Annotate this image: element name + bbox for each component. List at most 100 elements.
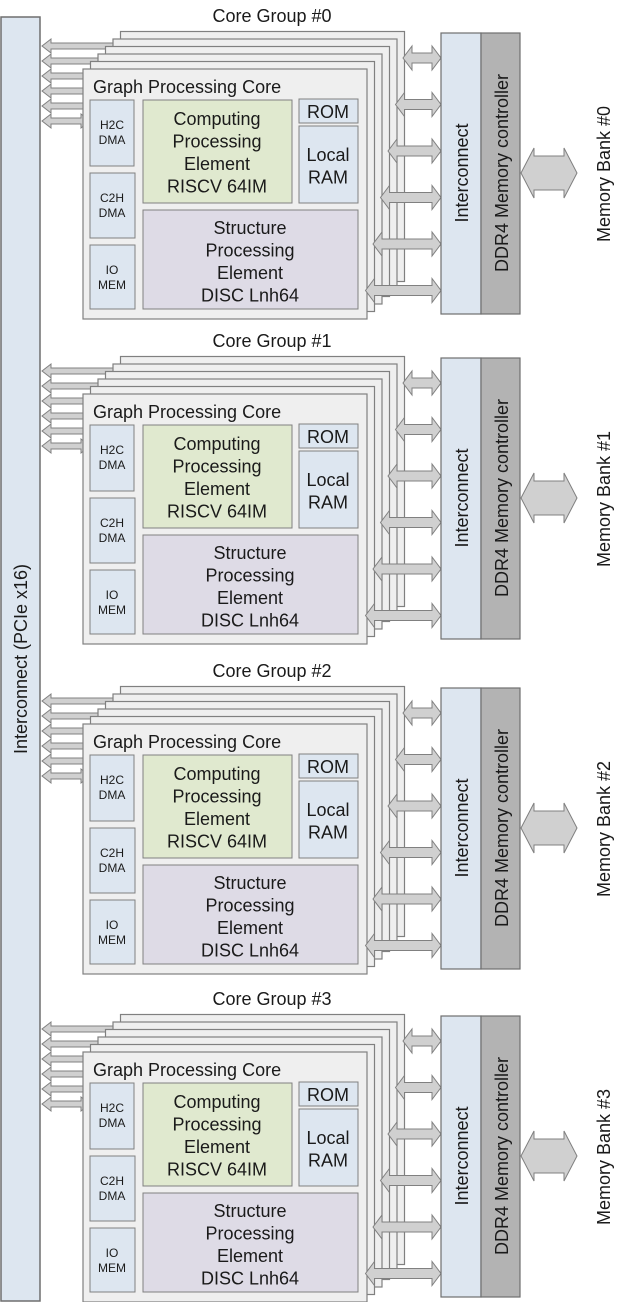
cpe-label-line: RISCV 64IM [167, 832, 267, 852]
local-ram-label-line: Local [306, 145, 349, 165]
spe-label-line: Structure [213, 218, 286, 238]
io-mem-block [89, 1227, 136, 1293]
memory-bank-arrow [520, 147, 578, 199]
local-ram-label-line: RAM [308, 1151, 348, 1171]
io-mem-label-line: IO [106, 588, 119, 602]
computing-processing-element [142, 754, 293, 859]
pcie-arrow [41, 707, 115, 725]
pcie-arrow [41, 82, 100, 100]
cpe-label-line: Element [184, 809, 250, 829]
io-mem-label-line: IO [106, 918, 119, 932]
interconnect-arrow [402, 44, 442, 72]
interconnect-arrow [394, 416, 442, 443]
core-group-title: Core Group #2 [212, 661, 331, 681]
c2h-dma-label-line: C2H [100, 846, 124, 860]
cpe-label-line: Element [184, 1137, 250, 1157]
interconnect-arrow [379, 839, 442, 866]
spe-label-line: DISC Lnh64 [201, 611, 299, 631]
c2h-dma-block [89, 172, 136, 239]
interconnect-arrow [402, 369, 442, 397]
core-title: Graph Processing Core [93, 1060, 281, 1080]
pcie-bus-label: Interconnect (PCIe x16) [11, 564, 31, 754]
structure-processing-element [142, 864, 359, 965]
structure-processing-element [142, 209, 359, 310]
spe-label-line: Structure [213, 543, 286, 563]
h2c-dma-label-line: H2C [100, 118, 124, 132]
interconnect-label: Interconnect [452, 1106, 472, 1205]
local-ram-block [298, 450, 359, 529]
io-mem-label-line: IO [106, 263, 119, 277]
interconnect-label: Interconnect [452, 448, 472, 547]
pcie-arrow [41, 1065, 100, 1083]
interconnect-arrow [394, 1074, 442, 1101]
local-ram-label-line: RAM [308, 168, 348, 188]
cpe-label-line: Processing [172, 1115, 261, 1135]
cpe-label-line: Computing [173, 1092, 260, 1112]
h2c-dma-label-line: H2C [100, 443, 124, 457]
cpe-label-line: Computing [173, 764, 260, 784]
cpe-label-line: RISCV 64IM [167, 1160, 267, 1180]
c2h-dma-label-line: DMA [99, 206, 126, 220]
spe-label-line: Processing [205, 1224, 294, 1244]
c2h-dma-block [89, 1155, 136, 1222]
h2c-dma-block [89, 424, 135, 492]
interconnect-arrow [387, 792, 442, 820]
spe-label-line: Processing [205, 241, 294, 261]
spe-label-line: Element [217, 918, 283, 938]
h2c-dma-label-line: DMA [99, 788, 126, 802]
rom-block [298, 423, 359, 449]
spe-label-line: DISC Lnh64 [201, 941, 299, 961]
structure-processing-element [142, 1192, 359, 1293]
h2c-dma-label-line: H2C [100, 773, 124, 787]
memory-bank-label: Memory Bank #3 [594, 1089, 614, 1225]
interconnect-arrow [387, 462, 442, 490]
pcie-arrow [41, 737, 100, 755]
pcie-arrow [41, 1050, 108, 1068]
rom-block [298, 753, 359, 779]
memory-bank-label: Memory Bank #1 [594, 431, 614, 567]
rom-block [298, 98, 359, 124]
interconnect-label: Interconnect [452, 778, 472, 877]
pcie-arrow [41, 1080, 93, 1098]
c2h-dma-label-line: DMA [99, 1189, 126, 1203]
pcie-arrow [41, 67, 108, 85]
h2c-dma-block [89, 99, 135, 167]
io-mem-label-line: MEM [98, 1261, 126, 1275]
spe-label-line: Structure [213, 873, 286, 893]
rom-label: ROM [307, 102, 349, 122]
memory-bank-arrow [520, 1130, 578, 1182]
cpe-label-line: Computing [173, 434, 260, 454]
computing-processing-element [142, 424, 293, 529]
ddr4-memory-controller [480, 1015, 521, 1298]
spe-label-line: Structure [213, 1201, 286, 1221]
pcie-arrow [41, 52, 115, 70]
pcie-arrow [41, 377, 115, 395]
ddr4-memory-controller [480, 357, 521, 640]
local-ram-label-line: Local [306, 1128, 349, 1148]
local-ram-label-line: Local [306, 470, 349, 490]
h2c-dma-label-line: H2C [100, 1101, 124, 1115]
local-ram-block [298, 1108, 359, 1187]
interconnect-arrow [387, 137, 442, 165]
pcie-arrow [41, 37, 123, 55]
local-ram-label-line: RAM [308, 493, 348, 513]
pcie-bus-box [0, 16, 41, 1302]
spe-label-line: Element [217, 263, 283, 283]
core-group-title: Core Group #1 [212, 331, 331, 351]
interconnect-arrow [394, 746, 442, 773]
io-mem-label-line: MEM [98, 278, 126, 292]
c2h-dma-label-line: C2H [100, 1174, 124, 1188]
local-ram-block [298, 125, 359, 204]
